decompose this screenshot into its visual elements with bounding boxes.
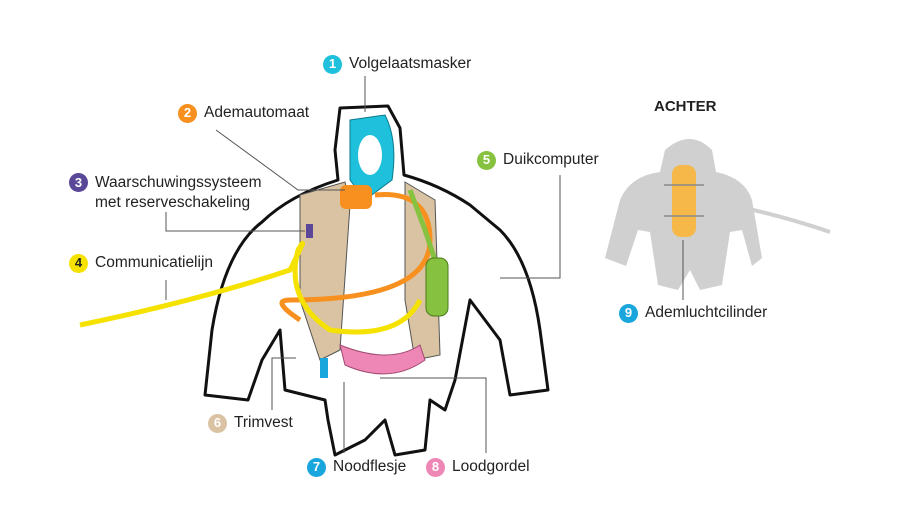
regulator bbox=[340, 185, 372, 209]
label-text: Volgelaatsmasker bbox=[349, 55, 472, 72]
air-cylinder bbox=[672, 165, 696, 237]
number-badge: 8 bbox=[426, 457, 445, 477]
label-trimvest: 6 Trimvest bbox=[208, 413, 293, 433]
number-badge: 6 bbox=[208, 413, 227, 433]
label-waarschuwingssysteem: 3 Waarschuwingssysteem met reserveschake… bbox=[69, 173, 262, 213]
label-ademluchtcilinder: 9 Ademluchtcilinder bbox=[619, 303, 767, 323]
number-badge: 1 bbox=[323, 54, 342, 74]
number-badge: 4 bbox=[69, 253, 88, 273]
warning-system bbox=[306, 224, 313, 238]
diver-front bbox=[79, 104, 550, 457]
label-text: Waarschuwingssysteem met reserveschakeli… bbox=[95, 174, 262, 211]
label-text: Communicatielijn bbox=[95, 254, 214, 271]
label-text: Loodgordel bbox=[452, 458, 530, 475]
label-volgelaatsmasker: 1 Volgelaatsmasker bbox=[323, 54, 471, 74]
number-badge: 5 bbox=[477, 150, 496, 170]
label-noodflesje: 7 Noodflesje bbox=[307, 457, 406, 477]
label-text: Ademluchtcilinder bbox=[645, 304, 768, 321]
back-view-title: ACHTER bbox=[654, 98, 717, 115]
dive-computer bbox=[425, 257, 449, 317]
label-text: Ademautomaat bbox=[204, 104, 310, 121]
label-text: Trimvest bbox=[234, 414, 293, 431]
number-badge: 3 bbox=[69, 173, 88, 192]
label-loodgordel: 8 Loodgordel bbox=[426, 457, 530, 477]
label-communicatielijn: 4 Communicatielijn bbox=[69, 253, 213, 273]
weight-belt bbox=[339, 344, 426, 375]
back-view-silhouette bbox=[605, 139, 831, 290]
label-duikcomputer: 5 Duikcomputer bbox=[477, 150, 599, 170]
communication-line bbox=[79, 240, 423, 335]
label-text: Duikcomputer bbox=[503, 151, 599, 168]
number-badge: 2 bbox=[178, 103, 197, 123]
label-ademautomaat: 2 Ademautomaat bbox=[178, 103, 309, 123]
leader-lines bbox=[165, 76, 684, 453]
number-badge: 7 bbox=[307, 457, 326, 477]
emergency-bottle bbox=[320, 358, 328, 378]
number-badge: 9 bbox=[619, 303, 638, 323]
label-text: Noodflesje bbox=[333, 458, 407, 475]
